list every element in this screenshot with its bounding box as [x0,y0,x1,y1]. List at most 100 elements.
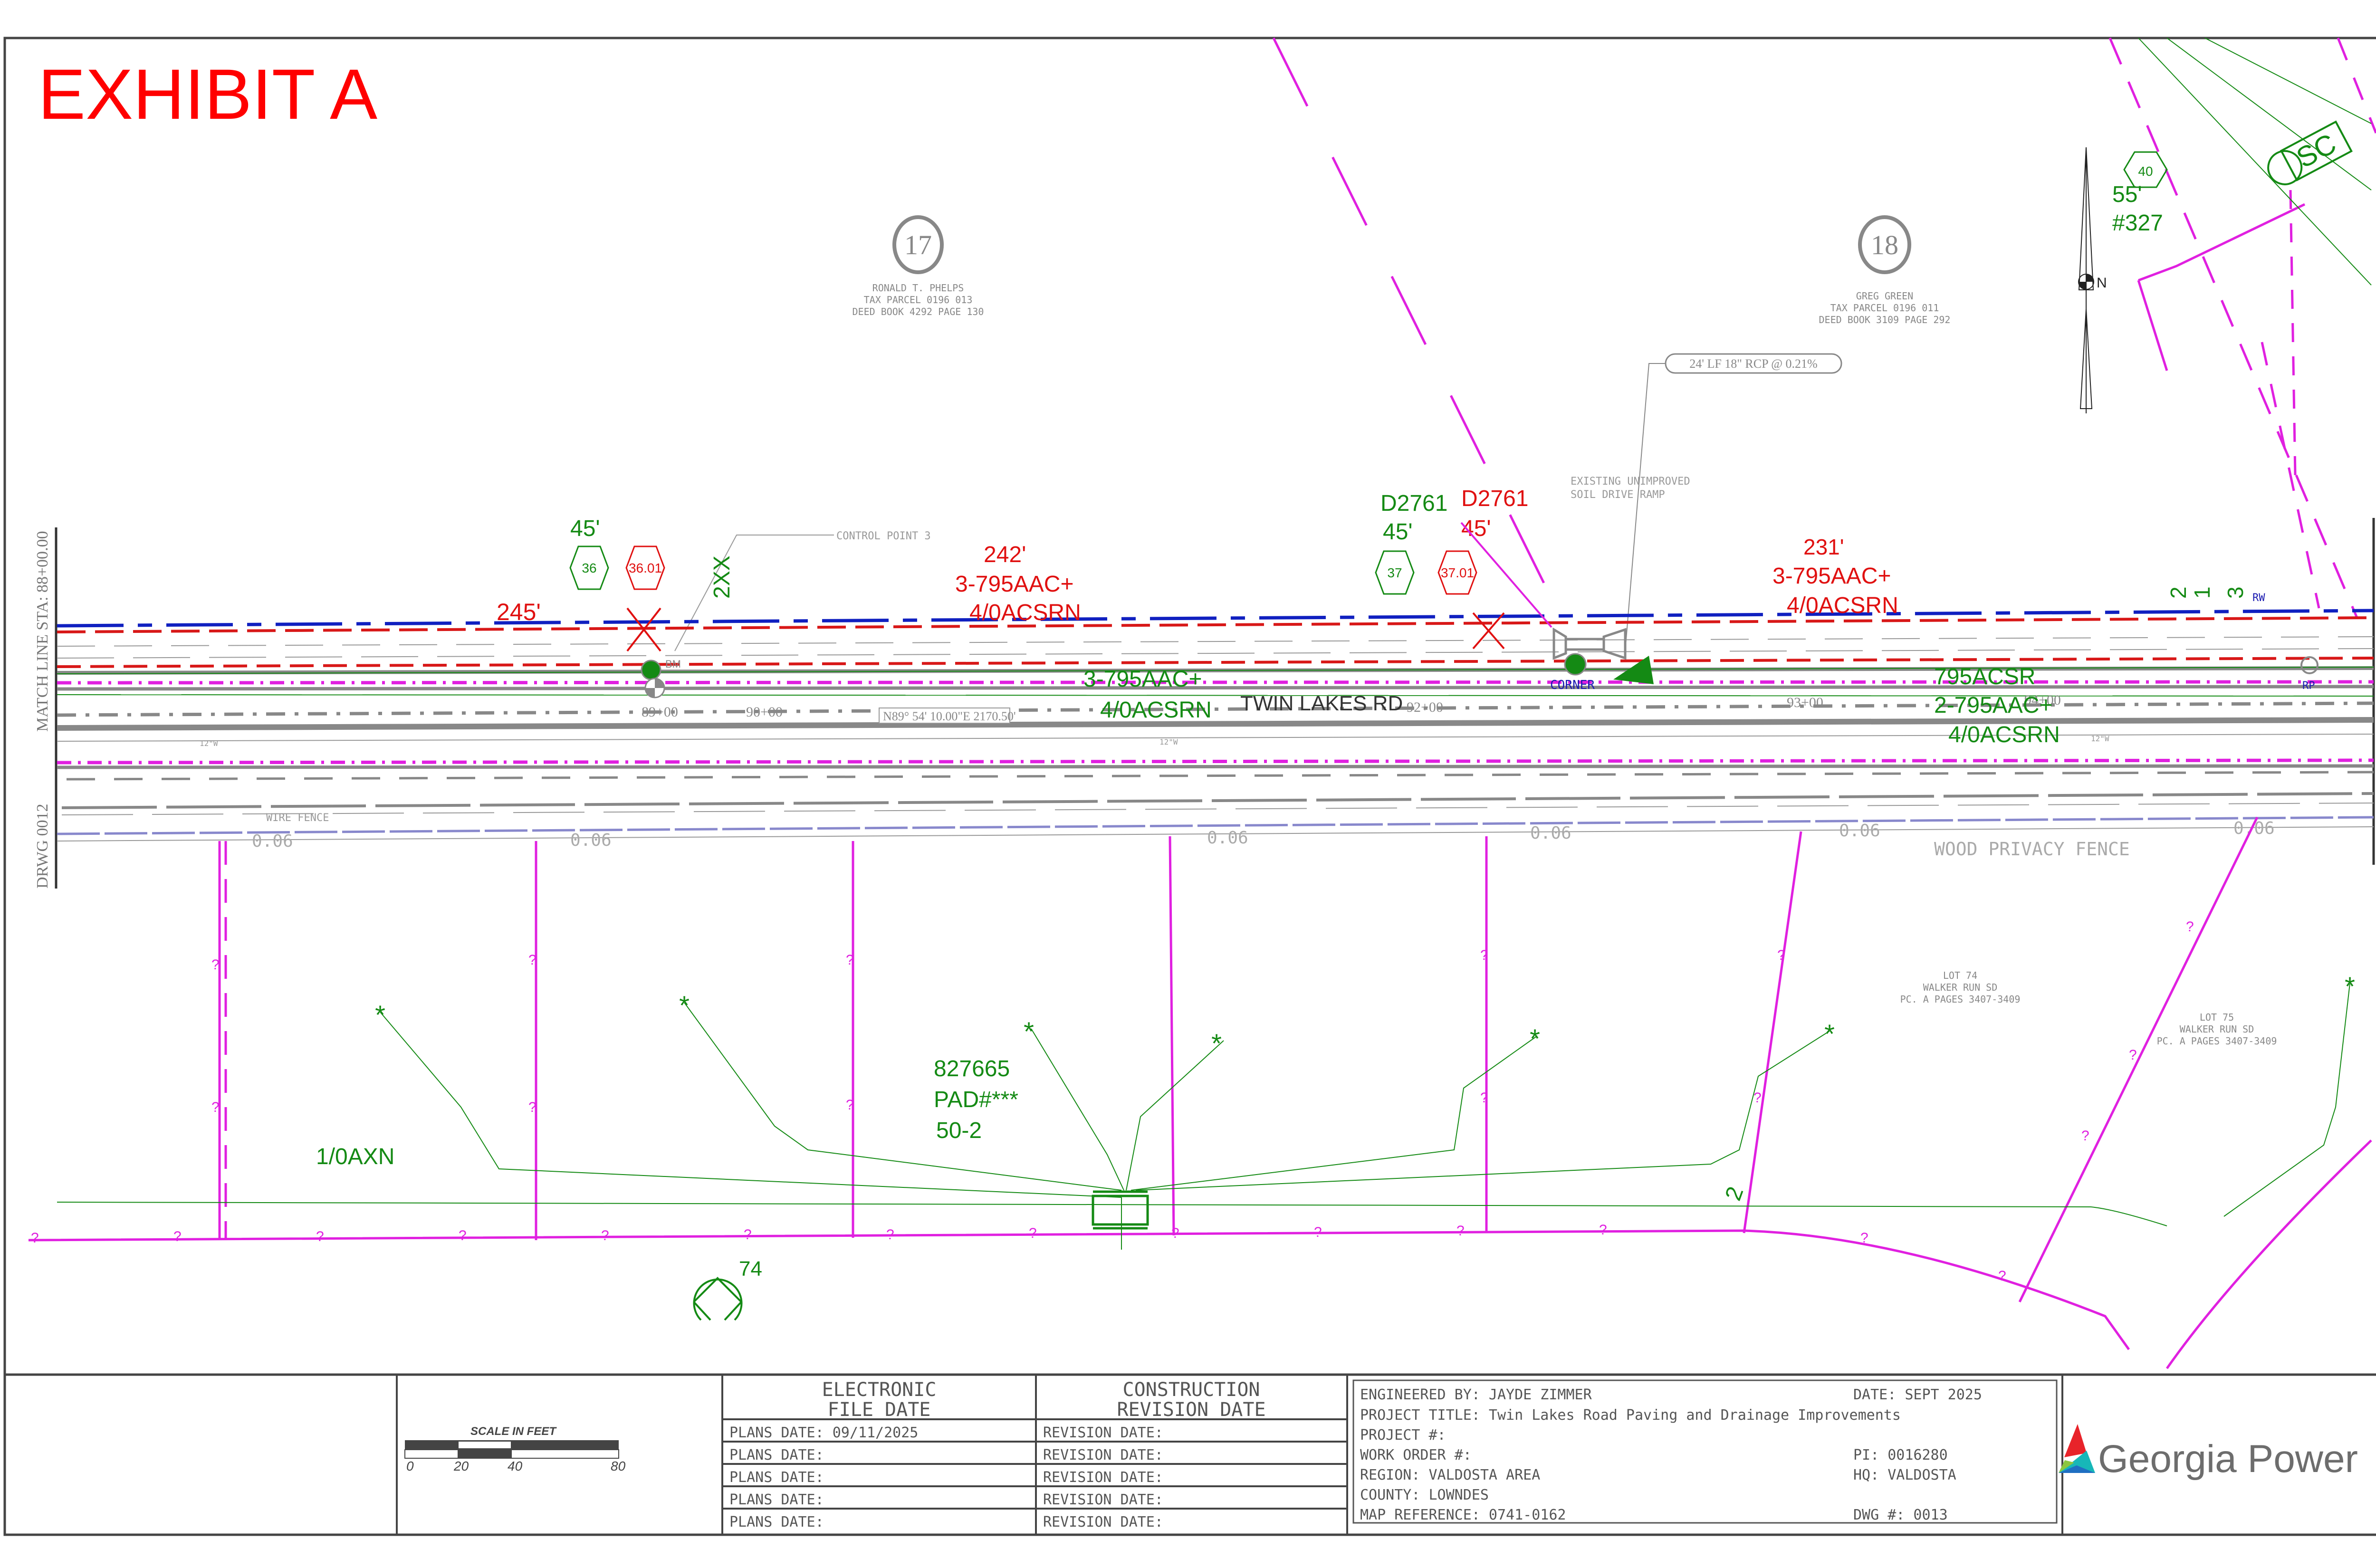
proposed-conductor-1-line2: 4/0ACSRN [1100,698,1212,723]
svg-text:SC: SC [2291,127,2341,174]
fence-offset: 0.06 [1530,823,1571,843]
date-table: ELECTRONIC FILE DATE CONSTRUCTION REVISI… [729,1379,1266,1530]
service-point-stars: *** **** [375,971,2355,1058]
svg-text:REGION: VALDOSTA AREA: REGION: VALDOSTA AREA [1360,1467,1540,1483]
north-arrow-icon: N [2078,147,2107,413]
svg-text:?: ? [1171,1225,1179,1241]
streetlight-icon [693,1277,743,1321]
svg-text:?: ? [1599,1222,1607,1238]
svg-text:WALKER RUN SD: WALKER RUN SD [1923,982,1998,993]
svg-text:?: ? [1480,947,1488,963]
pole-36-proposed-hexagon: 36 [569,545,609,590]
svg-text:ELECTRONIC: ELECTRONIC [822,1379,937,1401]
fence-offset: 0.06 [1207,828,1248,848]
corner-label: CORNER [1550,678,1595,692]
drive-ramp-note-2: SOIL DRIVE RAMP [1571,489,1665,501]
svg-text:?: ? [744,1227,752,1243]
svg-text:?: ? [173,1229,182,1244]
reference-point-icon [2300,656,2319,674]
svg-text:24' LF 18" RCP @ 0.21%: 24' LF 18" RCP @ 0.21% [1689,357,1817,371]
georgia-power-logo: Georgia Power [2059,1424,2358,1481]
svg-text:BM: BM [665,658,681,670]
water-label: 12"W [2091,734,2109,743]
scale-bar: SCALE IN FEET 0 20 40 80 [404,1425,626,1473]
svg-text:?: ? [211,1100,220,1115]
svg-text:?: ? [31,1230,39,1246]
pole-40-hexagon: 40 [2123,151,2168,188]
svg-text:?: ? [211,957,220,973]
svg-text:80: 80 [611,1459,626,1473]
easement-lines-upper [1272,37,2376,633]
svg-text:ENGINEERED BY: JAYDE ZIMMER: ENGINEERED BY: JAYDE ZIMMER [1360,1386,1592,1403]
transformer-size: 50-2 [936,1118,982,1143]
secondary-count-label: 2 [1721,1184,1749,1204]
span-245: 245' [497,599,541,625]
svg-text:FILE DATE: FILE DATE [828,1399,931,1421]
svg-text:?: ? [846,952,854,968]
control-point-label: CONTROL POINT 3 [836,530,931,542]
remove-conductor-1-line2: 4/0ACSRN [969,600,1081,625]
sheet-border [3,37,2376,1536]
phase-label-1: 1 [2190,586,2214,599]
svg-text:18: 18 [1871,229,1898,260]
svg-text:TAX PARCEL 0196 013: TAX PARCEL 0196 013 [864,294,973,306]
overhead-lines-diagonal [2138,38,2372,286]
svg-text:37.01: 37.01 [1441,565,1474,580]
pole-37-existing-hexagon: 37.01 [1437,550,1477,595]
svg-text:LOT 74: LOT 74 [1943,970,1977,981]
pole-37-existing-id-top: D2761 [1461,486,1528,511]
switch-sc-icon: SC [2267,120,2353,185]
svg-text:DEED BOOK 4292 PAGE 130: DEED BOOK 4292 PAGE 130 [853,306,984,317]
match-line-left-drawing: DRWG 0012 [34,804,51,889]
proposed-pole-36-icon: BM [641,658,681,698]
svg-text:DATE: SEPT 2025: DATE: SEPT 2025 [1853,1386,1982,1403]
rp-label: RP [2302,680,2315,692]
svg-text:RONALD T. PHELPS: RONALD T. PHELPS [872,282,964,294]
proposed-conductor-2-line1: 795ACSR [1934,664,2035,689]
transformer-pad: PAD#*** [934,1087,1018,1112]
svg-text:89+00: 89+00 [642,704,678,720]
fence-offset: 0.06 [252,832,293,851]
remove-conductor-1-line1: 3-795AAC+ [955,572,1074,597]
water-label: 12"W [1159,737,1178,746]
road-name: TWIN LAKES RD [1240,692,1403,715]
svg-text:CONSTRUCTION: CONSTRUCTION [1123,1379,1260,1401]
svg-text:*: * [1824,1019,1835,1049]
easement-lines-lower [28,816,2372,1369]
svg-text:92+00: 92+00 [1407,699,1443,715]
svg-text:Georgia Power: Georgia Power [2098,1437,2358,1481]
svg-text:?: ? [528,1100,537,1115]
svg-text:93+00: 93+00 [1787,695,1823,710]
remove-conductor-2-line2: 4/0ACSRN [1787,593,1898,618]
svg-text:?: ? [1860,1230,1868,1246]
easement-line [1460,522,1552,628]
svg-text:*: * [679,990,690,1020]
svg-text:WALKER RUN SD: WALKER RUN SD [2180,1023,2254,1035]
svg-text:?: ? [316,1229,324,1244]
pole-37-proposed-id-top: D2761 [1380,491,1447,516]
svg-text:N89° 54' 10.00"E 2170.50': N89° 54' 10.00"E 2170.50' [883,709,1016,723]
bearing-box: N89° 54' 10.00"E 2170.50' [879,708,1016,724]
svg-text:REVISION DATE:: REVISION DATE: [1043,1514,1163,1530]
water-label: 12"W [200,739,218,748]
svg-text:?: ? [528,952,537,968]
svg-text:PLANS DATE:: PLANS DATE: [729,1514,824,1530]
svg-text:GREG GREEN: GREG GREEN [1856,290,1913,302]
fence-offset: 0.06 [1839,821,1880,841]
pole-40-span: 55' [2112,182,2142,207]
rw-label: RW [2252,592,2265,604]
svg-text:20: 20 [453,1459,469,1473]
svg-text:PLANS DATE: 09/11/2025: PLANS DATE: 09/11/2025 [729,1425,918,1441]
svg-text:WORK ORDER #:: WORK ORDER #: [1360,1447,1472,1463]
svg-text:DWG #: 0013: DWG #: 0013 [1853,1507,1948,1523]
svg-text:COUNTY: LOWNDES: COUNTY: LOWNDES [1360,1487,1489,1503]
north-label: N [2097,275,2107,291]
svg-text:94+00: 94+00 [2024,692,2061,708]
svg-text:*: * [2345,971,2355,1001]
pole-37-proposed-hexagon: 37 [1375,550,1415,595]
svg-text:LOT 75: LOT 75 [2200,1012,2234,1023]
svg-text:MAP REFERENCE: 0741-0162: MAP REFERENCE: 0741-0162 [1360,1507,1566,1523]
parcel-17: 17 RONALD T. PHELPS TAX PARCEL 0196 013 … [853,215,984,317]
svg-text:REVISION DATE: REVISION DATE [1117,1399,1265,1421]
pole-36-span: 45' [570,516,600,541]
